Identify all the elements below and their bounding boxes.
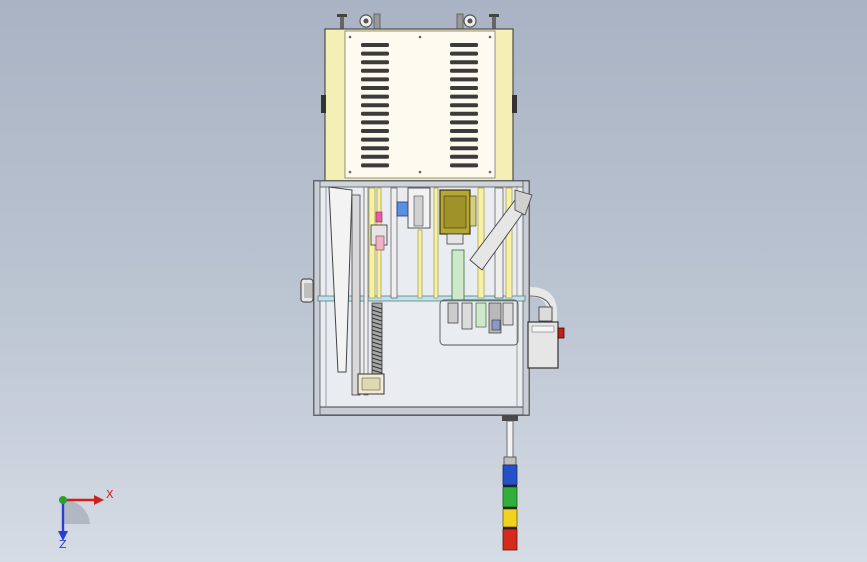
internal-mechanism <box>328 186 533 396</box>
screw-thread <box>371 349 383 354</box>
vent-slot <box>361 68 389 73</box>
screw-thread <box>371 361 383 366</box>
vent-slot <box>361 163 389 168</box>
vent-slot <box>450 77 478 82</box>
vent-slot <box>361 137 389 142</box>
vent-slot <box>450 146 478 151</box>
vent-slot <box>450 68 478 73</box>
vent-slot <box>450 137 478 142</box>
vent-slot <box>450 51 478 56</box>
screw-thread <box>371 365 383 370</box>
signal-light-yellow <box>502 508 518 528</box>
screw-thread <box>371 369 383 374</box>
vent-slot <box>361 60 389 65</box>
side-control-box <box>527 287 565 369</box>
signal-light-blue <box>502 464 518 486</box>
vent-slot <box>450 86 478 90</box>
vent-slot <box>450 94 478 99</box>
orientation-triad[interactable]: X Z <box>44 478 124 548</box>
vent-slot <box>450 43 478 47</box>
vent-slot <box>450 120 478 125</box>
vent-slot <box>361 111 389 116</box>
vent-slot <box>450 60 478 65</box>
vent-slot <box>361 51 389 56</box>
vent-slot <box>361 43 389 47</box>
vent-slots-left <box>361 43 389 168</box>
vent-slot <box>361 129 389 133</box>
screw-thread <box>371 333 383 338</box>
y-axis-dot <box>59 496 67 504</box>
signal-light-red <box>502 528 518 551</box>
vent-slot <box>361 154 389 159</box>
z-axis-head <box>58 531 68 541</box>
vent-slot <box>361 86 389 90</box>
triad-shadow <box>63 499 90 524</box>
vent-slot <box>450 103 478 108</box>
top-cabinet <box>321 28 517 182</box>
screw-thread <box>371 357 383 362</box>
vent-slots-right <box>450 43 478 168</box>
vent-slot <box>361 94 389 99</box>
vent-slot <box>450 163 478 168</box>
screw-thread <box>371 313 383 318</box>
screw-thread <box>371 337 383 342</box>
screw-thread <box>371 329 383 334</box>
vent-slot <box>450 111 478 116</box>
screw-thread <box>371 325 383 330</box>
screw-thread <box>371 317 383 322</box>
x-axis-label: X <box>106 488 114 501</box>
vent-slot <box>361 146 389 151</box>
screw-thread <box>371 341 383 346</box>
vent-slot <box>361 77 389 82</box>
leveling-feet <box>337 13 499 31</box>
vent-slot <box>361 120 389 125</box>
screw-thread <box>371 353 383 358</box>
signal-light-green <box>502 486 518 508</box>
screw-thread <box>371 309 383 314</box>
screw-thread <box>371 321 383 326</box>
screw-thread <box>371 305 383 310</box>
screw-thread <box>371 345 383 350</box>
vent-slot <box>450 129 478 133</box>
vent-slot <box>450 154 478 159</box>
vent-slot <box>361 103 389 108</box>
lead-screw <box>357 302 385 395</box>
x-axis-head <box>94 495 104 505</box>
side-handle <box>300 278 314 303</box>
z-axis-label: Z <box>59 538 67 548</box>
yellow-motor <box>439 189 477 245</box>
signal-tower <box>502 415 518 551</box>
